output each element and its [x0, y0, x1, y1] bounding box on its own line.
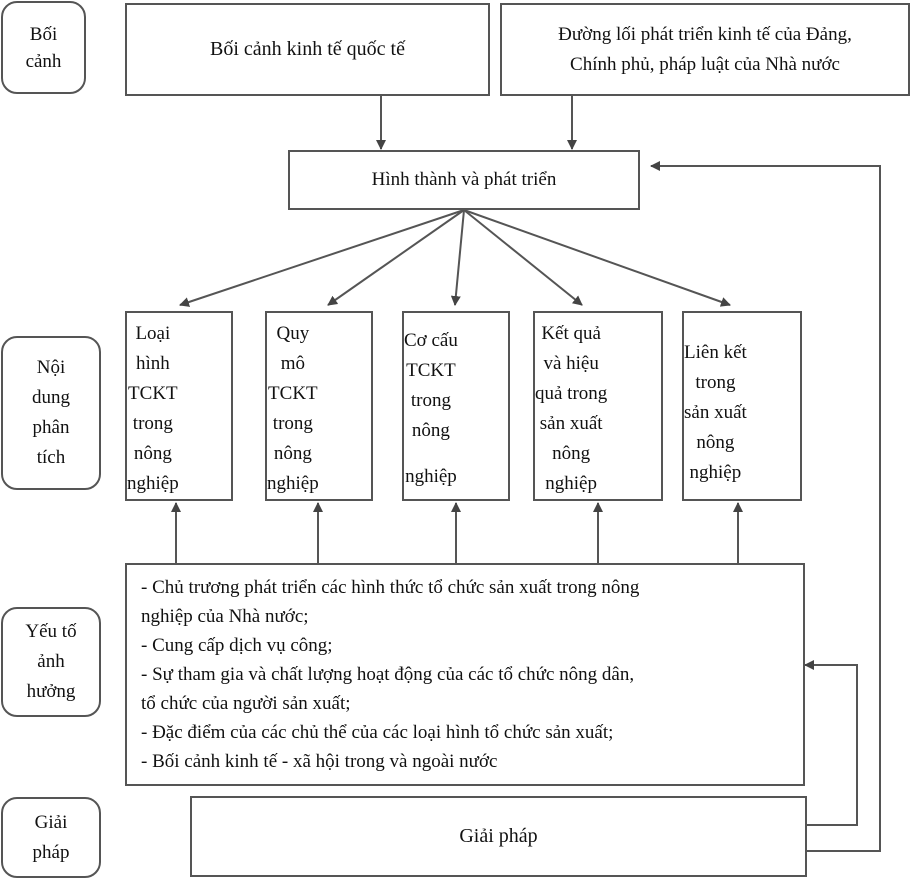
analysis-scale-line: nghiệp	[267, 473, 319, 494]
factor-line: - Cung cấp dịch vụ công;	[141, 635, 333, 656]
factor-line: - Đặc điểm của các chủ thể của các loại …	[141, 722, 614, 743]
analysis-results-line: nông	[552, 443, 591, 464]
international-context-text: Bối cảnh kinh tế quốc tế	[210, 38, 405, 60]
factor-line: - Sự tham gia và chất lượng hoạt động củ…	[141, 664, 635, 685]
arrow-formation-to-linkage	[463, 209, 731, 307]
analysis-structure-line: trong	[410, 390, 451, 411]
analysis-type-line: nghiệp	[127, 473, 179, 494]
formation-box: Hình thành và phát triển	[288, 150, 640, 210]
stage-solution-line-2: pháp	[32, 841, 70, 863]
analysis-results-box: Kết quả và hiệu quả trong sản xuất nông …	[533, 311, 663, 501]
stage-factors: Yếu tố ảnh hưởng	[1, 607, 101, 717]
solution-box: Giải pháp	[190, 796, 807, 877]
arrow-formation-to-structure	[450, 209, 465, 306]
analysis-scale-line: nông	[273, 443, 312, 464]
solution-text: Giải pháp	[459, 825, 538, 847]
analysis-type-line: TCKT	[128, 383, 178, 404]
analysis-results-line: nghiệp	[545, 473, 597, 494]
analysis-structure-line: Cơ cấu	[404, 330, 458, 351]
analysis-results-line: và hiệu	[543, 353, 599, 374]
stage-solution: Giải pháp	[1, 797, 101, 878]
stage-factors-line-2: ảnh	[37, 651, 65, 672]
feedback-solution-to-formation	[650, 161, 881, 852]
analysis-results-line: Kết quả	[541, 323, 601, 344]
stage-factors-line-1: Yếu tố	[25, 621, 77, 642]
feedback-solution-to-factors	[804, 660, 858, 826]
factors-box: - Chủ trương phát triển các hình thức tổ…	[125, 563, 805, 786]
analysis-scale-line: TCKT	[268, 383, 318, 404]
analysis-structure-line: nông	[411, 420, 450, 441]
analysis-structure-line: TCKT	[406, 360, 456, 381]
stage-context: Bối cảnh	[1, 1, 86, 94]
analysis-linkage-line: nghiệp	[689, 462, 742, 483]
arrow-formation-to-scale	[327, 209, 465, 306]
analysis-structure-line: nghiệp	[405, 466, 457, 487]
analysis-type-line: nông	[133, 443, 172, 464]
stage-analysis-line-1: Nội	[36, 357, 66, 378]
analysis-scale-line: mô	[280, 353, 305, 374]
policy-line-2: Chính phủ, pháp luật của Nhà nước	[570, 53, 840, 75]
stage-solution-line-1: Giải	[34, 811, 68, 833]
policy-line-1: Đường lối phát triển kinh tế của Đảng,	[558, 23, 852, 45]
analysis-linkage-box: Liên kết trong sản xuất nông nghiệp	[682, 311, 802, 501]
analysis-type-box: Loại hình TCKT trong nông nghiệp	[125, 311, 233, 501]
analysis-results-line: sản xuất	[539, 413, 603, 434]
analysis-structure-box: Cơ cấu TCKT trong nông nghiệp	[402, 311, 510, 501]
analysis-scale-line: trong	[272, 413, 313, 434]
analysis-type-line: trong	[132, 413, 173, 434]
analysis-type-line: Loại	[135, 323, 171, 344]
arrow-formation-to-type	[179, 209, 465, 307]
analysis-scale-box: Quy mô TCKT trong nông nghiệp	[265, 311, 373, 501]
stage-context-line-2: cảnh	[25, 50, 62, 72]
formation-text: Hình thành và phát triển	[371, 169, 557, 190]
analysis-linkage-line: nông	[696, 432, 735, 453]
stage-analysis: Nội dung phân tích	[1, 336, 101, 490]
stage-analysis-line-2: dung	[32, 387, 70, 408]
factor-line: - Bối cảnh kinh tế - xã hội trong và ngo…	[141, 751, 498, 772]
factor-line: nghiệp của Nhà nước;	[141, 606, 309, 627]
factor-line: tổ chức của người sản xuất;	[141, 693, 351, 714]
factor-line: - Chủ trương phát triển các hình thức tổ…	[141, 577, 640, 598]
stage-analysis-line-4: tích	[36, 447, 66, 468]
stage-factors-line-3: hưởng	[26, 681, 76, 702]
arrow-formation-to-results	[463, 209, 583, 306]
analysis-linkage-line: Liên kết	[684, 342, 747, 363]
analysis-results-line: quả trong	[535, 383, 608, 404]
analysis-linkage-line: sản xuất	[684, 402, 747, 423]
analysis-type-line: hình	[135, 353, 170, 374]
policy-box: Đường lối phát triển kinh tế của Đảng, C…	[500, 3, 910, 96]
analysis-scale-line: Quy	[276, 323, 310, 344]
stage-context-line-1: Bối	[29, 23, 58, 45]
stage-analysis-line-3: phân	[32, 417, 70, 438]
analysis-linkage-line: trong	[695, 372, 736, 393]
international-context-box: Bối cảnh kinh tế quốc tế	[125, 3, 490, 96]
